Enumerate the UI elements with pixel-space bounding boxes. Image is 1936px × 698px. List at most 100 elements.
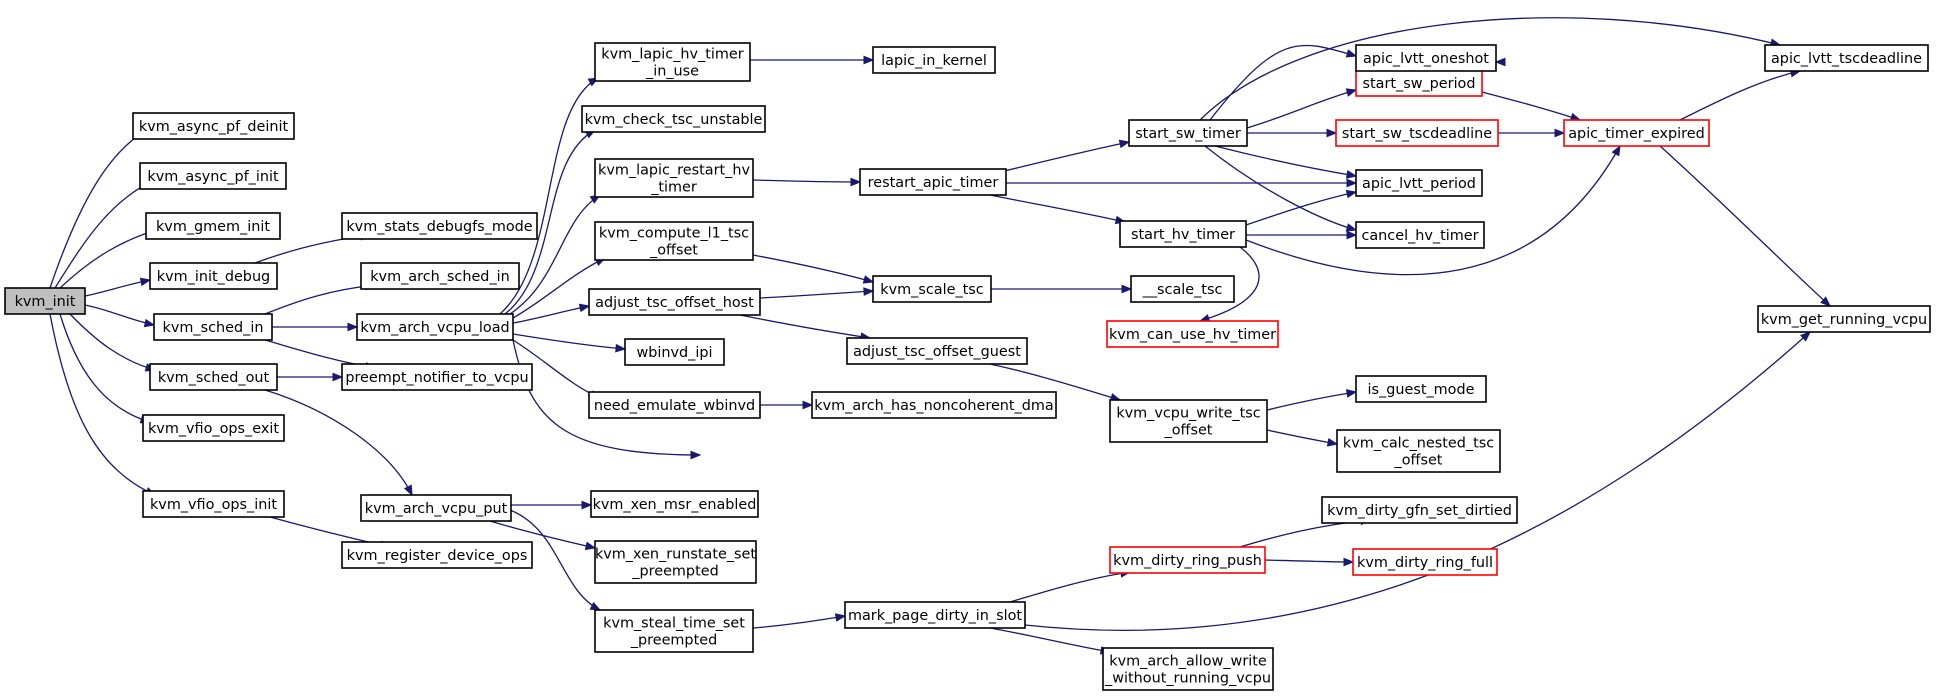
node-start-sw-tscdeadline[interactable]: start_sw_tscdeadline xyxy=(1335,119,1499,147)
node-kvm-async-pf-deinit[interactable]: kvm_async_pf_deinit xyxy=(132,112,295,140)
node-kvm-arch-sched-in[interactable]: kvm_arch_sched_in xyxy=(360,262,520,290)
edge-arrowhead xyxy=(403,484,413,497)
node-label: wbinvd_ipi xyxy=(636,345,712,361)
edge-arrowhead xyxy=(1820,296,1831,307)
node-kvm-register-device-ops[interactable]: kvm_register_device_ops xyxy=(341,541,533,569)
node-kvm-calc-nested-tsc-offset[interactable]: kvm_calc_nested_tsc_offset xyxy=(1336,429,1501,473)
node-box xyxy=(872,275,992,303)
node-kvm-sched-in[interactable]: kvm_sched_in xyxy=(153,313,273,341)
edge-line xyxy=(49,127,151,289)
node-kvm-vfio-ops-exit[interactable]: kvm_vfio_ops_exit xyxy=(142,414,285,442)
edge-start_sw_timer-to-apic_lvtt_oneshot xyxy=(1209,44,1358,121)
edge-adjust_tsc_offset_host-to-adjust_tsc_offset_guest xyxy=(739,314,872,341)
node-label: lapic_in_kernel xyxy=(881,53,987,69)
nodes-layer: kvm_init kvm_async_pf_deinit kvm_async_pf_… xyxy=(4,42,1931,691)
edge-line xyxy=(264,389,413,496)
edge-restart_apic_timer-to-start_sw_timer xyxy=(999,139,1131,173)
node-lapic-in-kernel[interactable]: lapic_in_kernel xyxy=(872,46,996,74)
edge-line xyxy=(1009,571,1131,603)
node-start-hv-timer[interactable]: start_hv_timer xyxy=(1119,220,1247,248)
edge-line xyxy=(739,314,871,339)
edge-arrowhead xyxy=(1346,230,1358,240)
node-kvm-dirty-ring-full[interactable]: kvm_dirty_ring_full xyxy=(1352,548,1498,576)
edge-line xyxy=(1246,89,1357,129)
node-kvm-lapic-restart-hv-timer[interactable]: kvm_lapic_restart_hv_timer xyxy=(594,158,754,198)
node-box xyxy=(341,541,533,569)
node-kvm-arch-vcpu-put[interactable]: kvm_arch_vcpu_put xyxy=(360,494,512,522)
node-scale-tsc[interactable]: __scale_tsc xyxy=(1130,275,1235,303)
node-kvm-compute-l1-tsc-offset[interactable]: kvm_compute_l1_tsc_offset xyxy=(594,221,754,261)
node-mark-page-dirty-in-slot[interactable]: mark_page_dirty_in_slot xyxy=(844,601,1026,629)
node-kvm-dirty-ring-push[interactable]: kvm_dirty_ring_push xyxy=(1109,546,1266,574)
node-kvm-async-pf-init[interactable]: kvm_async_pf_init xyxy=(139,162,287,190)
node-apic-lvtt-oneshot[interactable]: apic_lvtt_oneshot xyxy=(1355,44,1497,72)
node-kvm-lapic-hv-timer-in-use[interactable]: kvm_lapic_hv_timer_in_use xyxy=(594,42,751,82)
node-kvm-vfio-ops-init[interactable]: kvm_vfio_ops_init xyxy=(142,490,285,518)
node-box xyxy=(590,490,759,518)
node-box xyxy=(1355,44,1497,72)
node-start-sw-timer[interactable]: start_sw_timer xyxy=(1128,119,1248,147)
node-label: kvm_lapic_restart_hv xyxy=(598,163,750,179)
node-label: start_sw_period xyxy=(1362,76,1475,92)
edge-arrowhead xyxy=(143,318,156,328)
edge-arrowhead xyxy=(139,277,152,287)
node-box xyxy=(356,313,514,341)
node-wbinvd-ipi[interactable]: wbinvd_ipi xyxy=(624,338,725,366)
node-apic-lvtt-tscdeadline[interactable]: apic_lvtt_tscdeadline xyxy=(1764,44,1929,72)
node-kvm-gmem-init[interactable]: kvm_gmem_init xyxy=(145,212,281,240)
node-preempt-notifier-to-vcpu[interactable]: preempt_notifier_to_vcpu xyxy=(341,363,533,391)
node-kvm-arch-has-noncoherent-dma[interactable]: kvm_arch_has_noncoherent_dma xyxy=(811,391,1057,419)
node-box xyxy=(360,262,520,290)
node-kvm-scale-tsc[interactable]: kvm_scale_tsc xyxy=(872,275,992,303)
node-adjust-tsc-offset-host[interactable]: adjust_tsc_offset_host xyxy=(588,288,761,316)
node-start-sw-period[interactable]: start_sw_period xyxy=(1355,69,1483,97)
node-kvm-vcpu-write-tsc-offset[interactable]: kvm_vcpu_write_tsc_offset xyxy=(1109,399,1268,443)
edge-kvm_steal_time_set_preempted-to-mark_page_dirty_in_slot xyxy=(752,613,847,629)
node-apic-timer-expired[interactable]: apic_timer_expired xyxy=(1563,119,1710,147)
node-label: apic_lvtt_period xyxy=(1362,176,1476,192)
edge-mark_page_dirty_in_slot-to-kvm_dirty_ring_push xyxy=(1009,569,1132,603)
node-kvm-stats-debugfs-mode[interactable]: kvm_stats_debugfs_mode xyxy=(341,212,538,240)
node-label: _preempted xyxy=(630,633,717,649)
node-kvm-get-running-vcpu[interactable]: kvm_get_running_vcpu xyxy=(1757,305,1931,333)
node-kvm-xen-msr-enabled[interactable]: kvm_xen_msr_enabled xyxy=(590,490,759,518)
node-is-guest-mode[interactable]: is_guest_mode xyxy=(1355,375,1487,403)
node-kvm-dirty-gfn-set-dirtied[interactable]: kvm_dirty_gfn_set_dirtied xyxy=(1321,496,1518,524)
node-kvm-init-debug[interactable]: kvm_init_debug xyxy=(149,262,278,290)
edge-line xyxy=(752,254,874,283)
node-box xyxy=(1352,548,1498,576)
edge-line xyxy=(59,313,151,423)
node-label: kvm_arch_vcpu_load xyxy=(360,320,509,336)
edge-arrowhead xyxy=(1800,331,1812,342)
node-label: kvm_stats_debugfs_mode xyxy=(346,219,532,235)
node-label: kvm_vfio_ops_init xyxy=(150,497,277,513)
node-box xyxy=(149,363,278,391)
node-cancel-hv-timer[interactable]: cancel_hv_timer xyxy=(1355,221,1485,249)
node-kvm-check-tsc-unstable[interactable]: kvm_check_tsc_unstable xyxy=(581,105,766,133)
node-kvm-arch-vcpu-load[interactable]: kvm_arch_vcpu_load xyxy=(356,313,514,341)
node-adjust-tsc-offset-guest[interactable]: adjust_tsc_offset_guest xyxy=(846,337,1028,365)
edge-line xyxy=(1245,145,1621,276)
edge-start_sw_period-to-apic_timer_expired xyxy=(1481,91,1582,122)
edge-adjust_tsc_offset_host-to-kvm_scale_tsc xyxy=(759,287,875,299)
node-kvm-arch-allow-write-without-running-vcpu[interactable]: kvm_arch_allow_write_without_running_vcp… xyxy=(1102,647,1274,691)
edge-restart_apic_timer-to-apic_lvtt_period xyxy=(1006,178,1358,188)
node-kvm-sched-out[interactable]: kvm_sched_out xyxy=(149,363,278,391)
node-label: kvm_can_use_hv_timer xyxy=(1109,327,1276,343)
node-box xyxy=(142,490,285,518)
node-box xyxy=(594,540,757,584)
node-restart-apic-timer[interactable]: restart_apic_timer xyxy=(859,168,1007,196)
edge-restart_apic_timer-to-start_hv_timer xyxy=(989,194,1127,225)
node-need-emulate-wbinvd[interactable]: need_emulate_wbinvd xyxy=(588,391,761,419)
node-apic-lvtt-period[interactable]: apic_lvtt_period xyxy=(1355,169,1483,197)
node-kvm-xen-runstate-set-preempted[interactable]: kvm_xen_runstate_set_preempted xyxy=(594,540,757,584)
node-box xyxy=(1355,169,1483,197)
edge-arrowhead xyxy=(1346,178,1358,188)
edge-line xyxy=(509,194,601,315)
node-kvm-can-use-hv-timer[interactable]: kvm_can_use_hv_timer xyxy=(1106,320,1279,348)
node-kvm-init[interactable]: kvm_init xyxy=(4,287,86,315)
node-label: _offset xyxy=(1164,423,1213,439)
edge-kvm_sched_in-to-kvm_arch_sched_in xyxy=(264,281,377,315)
node-label: __scale_tsc xyxy=(1142,282,1223,298)
node-kvm-steal-time-set-preempted[interactable]: kvm_steal_time_set_preempted xyxy=(594,609,754,653)
